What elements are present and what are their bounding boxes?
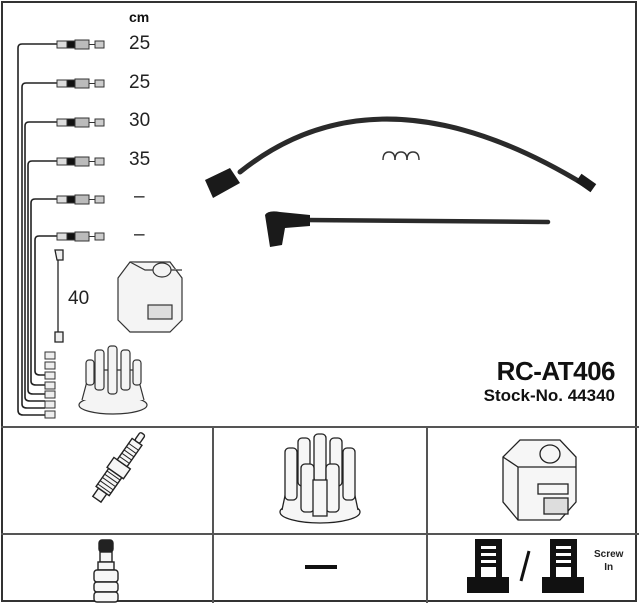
coil-lead-length: 40 bbox=[68, 288, 90, 309]
screw-in-note: Screw In bbox=[594, 548, 623, 574]
divider bbox=[212, 426, 214, 603]
cable-length-1: 25 bbox=[129, 33, 151, 54]
cable-length-6: – bbox=[134, 224, 145, 245]
distributor-cap-icon bbox=[279, 433, 361, 524]
stock-number: Stock-No. 44340 bbox=[483, 386, 615, 405]
cable-length-4: 35 bbox=[129, 149, 151, 170]
cable-harness-icon bbox=[17, 39, 597, 419]
screw-label: Screw bbox=[594, 549, 624, 560]
ignition-lead bbox=[237, 116, 588, 188]
distributor-terminal-none bbox=[305, 565, 337, 569]
coil-terminal-icon bbox=[467, 539, 584, 593]
cable-length-3: 30 bbox=[129, 110, 151, 131]
divider bbox=[1, 533, 639, 535]
product-code: RC-AT406 bbox=[496, 356, 616, 386]
cable-length-5: – bbox=[134, 186, 145, 207]
divider bbox=[426, 426, 428, 603]
in-label: In bbox=[604, 562, 614, 573]
ignition-coil-icon bbox=[502, 439, 577, 521]
spark-plug-icon bbox=[91, 432, 146, 504]
cable-length-2: 25 bbox=[129, 72, 151, 93]
divider bbox=[1, 426, 639, 428]
unit-label: cm bbox=[129, 9, 150, 25]
plug-terminal-icon bbox=[93, 539, 119, 603]
